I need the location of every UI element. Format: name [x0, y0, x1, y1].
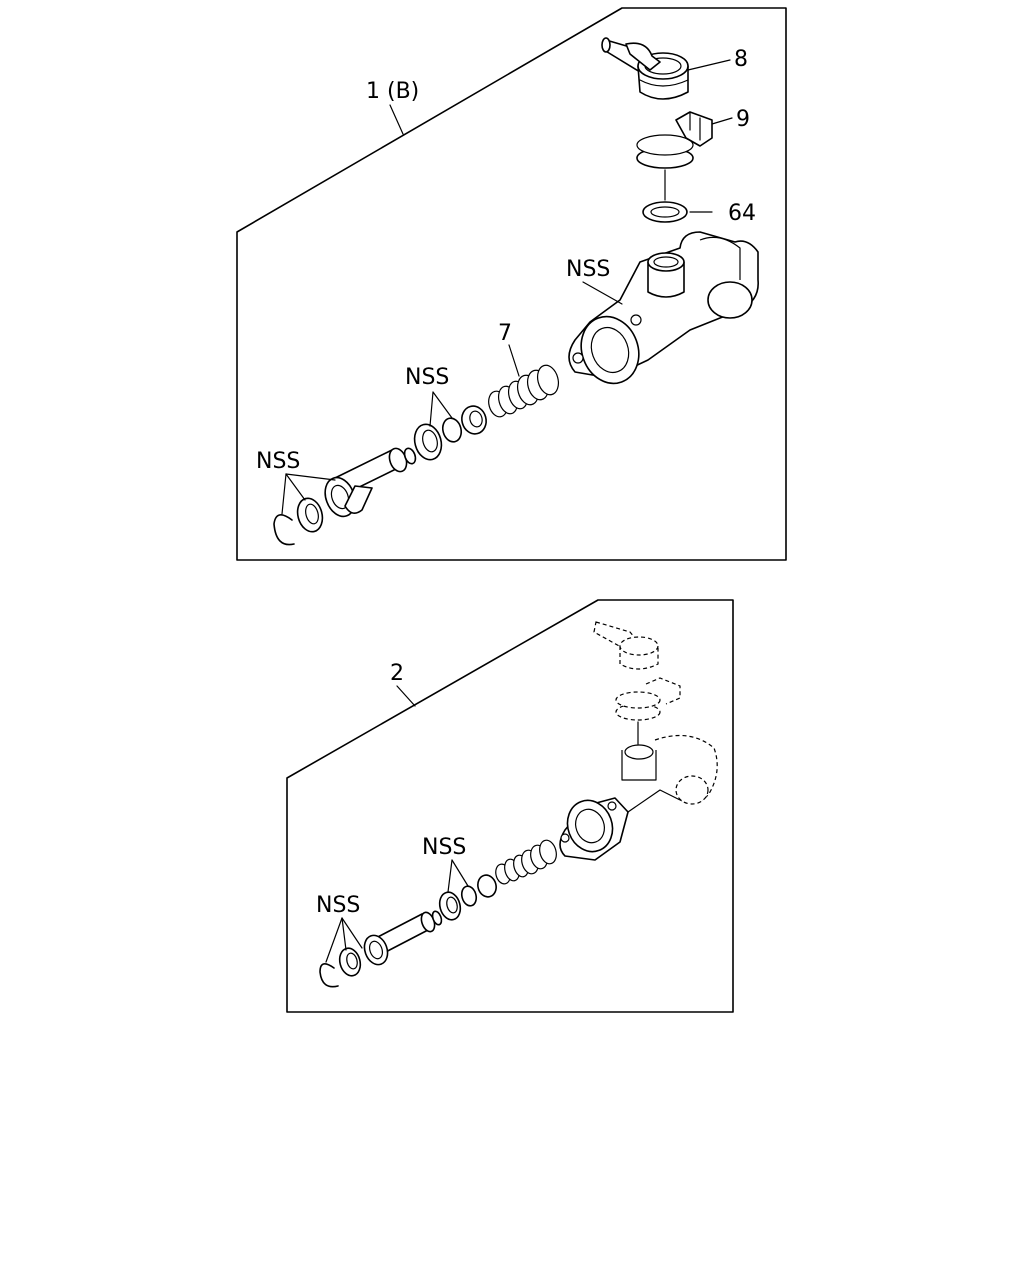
assembly-leader-bottom — [396, 685, 416, 707]
callout-nss-body: NSS — [566, 257, 610, 282]
seals-mid — [413, 405, 487, 461]
leader-nss-mid-bottom-b — [451, 859, 469, 887]
panel-top: 1 (B) 8 9 64 — [236, 7, 787, 561]
panel-bottom-frame — [286, 599, 734, 1013]
callout-nss-mid-bottom: NSS — [422, 835, 466, 860]
callout-64: 64 — [728, 201, 756, 226]
spring — [488, 364, 560, 418]
leader-8 — [687, 59, 731, 71]
callout-8: 8 — [734, 47, 748, 72]
callout-nss-left: NSS — [256, 449, 300, 474]
leader-7 — [508, 344, 520, 377]
reservoir-cap — [601, 37, 689, 100]
seals-mid-bottom — [438, 874, 497, 921]
cylinder-body-phantom — [559, 734, 718, 861]
assembly-leader-top — [389, 104, 404, 135]
snap-ring-bottom — [319, 963, 339, 988]
leader-nss-mid-bottom-a — [447, 859, 453, 893]
callout-nss-mid: NSS — [405, 365, 449, 390]
snap-ring — [273, 514, 295, 546]
assembly-label-bottom: 2 — [390, 661, 404, 686]
seals-left-bottom — [319, 947, 362, 988]
reservoir-cap-phantom — [593, 621, 659, 670]
callout-9: 9 — [736, 107, 750, 132]
o-ring — [642, 201, 688, 223]
leader-nss-left-bottom-c — [341, 917, 363, 949]
assembly-label-top: 1 (B) — [366, 79, 419, 104]
leader-nss-left-c — [285, 473, 336, 481]
cylinder-body — [568, 231, 759, 385]
leader-nss-body — [582, 281, 623, 305]
callout-7: 7 — [498, 321, 512, 346]
hose-clamp-phantom — [615, 677, 681, 721]
panel-bottom: 2 — [286, 599, 734, 1013]
leader-nss-left-bottom-b — [341, 917, 347, 951]
leader-nss-left-b — [285, 473, 306, 501]
leader-nss-left-bottom-a — [325, 917, 343, 963]
leader-9 — [711, 117, 733, 125]
spring-bottom — [495, 839, 557, 885]
piston — [324, 447, 417, 518]
panel-top-frame — [236, 7, 787, 561]
hose-clamp — [636, 111, 713, 169]
leader-nss-left-a — [281, 473, 287, 515]
leader-nss-mid-b — [432, 391, 453, 419]
leader-nss-mid-a — [429, 391, 434, 427]
seals-left — [273, 497, 324, 546]
callout-nss-left-bottom: NSS — [316, 893, 360, 918]
piston-bottom — [363, 910, 443, 966]
